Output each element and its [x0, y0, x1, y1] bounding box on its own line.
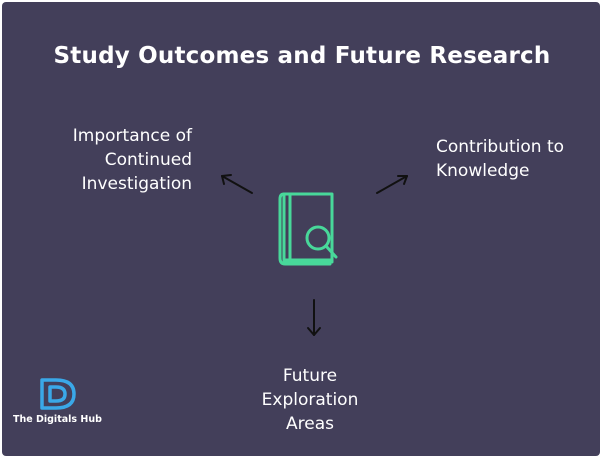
node-label-line: Knowledge: [436, 161, 530, 181]
node-contribution-to-knowledge: Contribution to Knowledge: [436, 135, 564, 183]
diagram-title: Study Outcomes and Future Research: [53, 43, 551, 69]
node-importance-of-continued-investigation: Importance of Continued Investigation: [73, 124, 192, 196]
node-label-line: Future: [282, 366, 338, 386]
node-label-line: Areas: [286, 414, 334, 434]
node-label-line: Investigation: [81, 174, 192, 194]
digitals-hub-logo-icon: [40, 378, 76, 410]
node-label-line: Importance of: [72, 126, 192, 146]
node-future-exploration-areas: Future Exploration Areas: [210, 364, 410, 436]
arrow-to-importance: [221, 174, 253, 194]
node-label-line: Continued: [104, 150, 192, 170]
logo-text: The Digitals Hub: [13, 414, 102, 425]
book-search-icon: [278, 192, 338, 266]
node-label-line: Contribution to: [436, 137, 565, 157]
diagram-canvas: [2, 2, 600, 456]
arrow-to-future-exploration: [307, 299, 321, 336]
node-label-line: Exploration: [261, 390, 359, 410]
arrow-to-contribution: [376, 175, 408, 194]
